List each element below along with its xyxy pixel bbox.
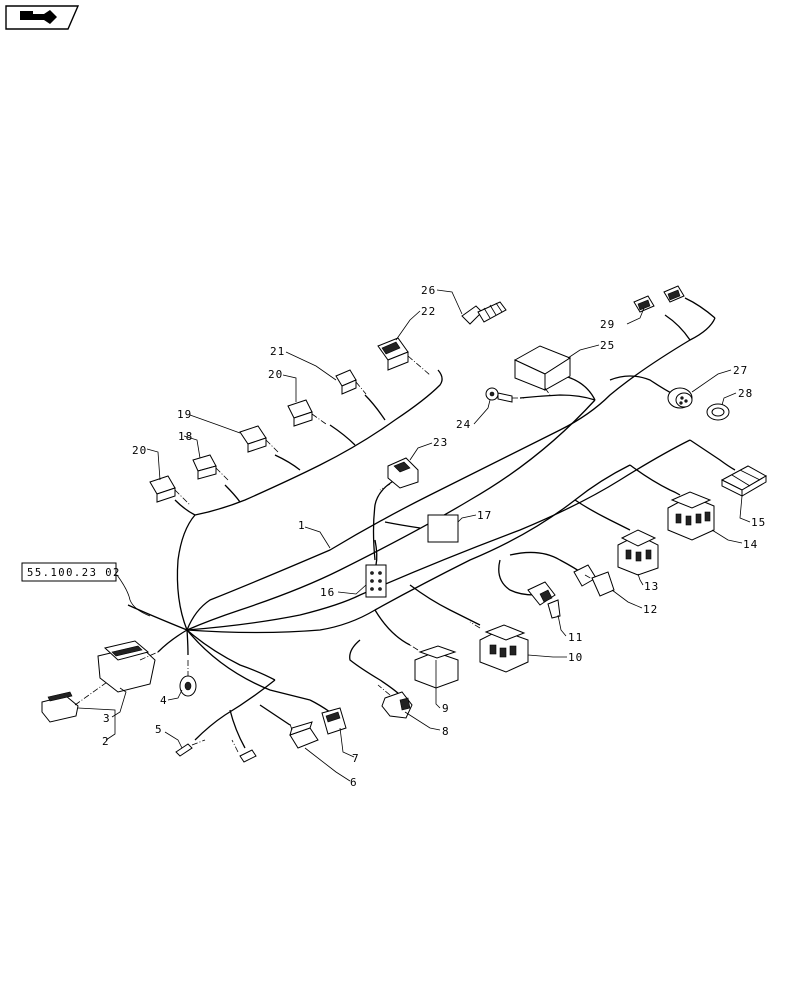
leader-lines bbox=[77, 289, 751, 782]
callout-7[interactable]: 7 bbox=[352, 752, 360, 765]
reference-box-label: 55.100.23 02 bbox=[27, 567, 121, 579]
connector-8[interactable] bbox=[377, 684, 413, 719]
folder-arrow-icon[interactable] bbox=[5, 5, 80, 30]
callout-13[interactable]: 13 bbox=[644, 580, 659, 593]
connector-10[interactable] bbox=[469, 621, 529, 673]
relay-block-25[interactable] bbox=[513, 345, 572, 396]
callout-11[interactable]: 11 bbox=[568, 631, 583, 644]
connector-21[interactable] bbox=[335, 369, 367, 395]
callout-25[interactable]: 25 bbox=[600, 339, 615, 352]
callout-9[interactable]: 9 bbox=[442, 702, 450, 715]
callout-22[interactable]: 22 bbox=[421, 305, 436, 318]
connector-20-lower[interactable] bbox=[149, 475, 191, 506]
connector-15[interactable] bbox=[720, 465, 768, 497]
nut-ring-28[interactable] bbox=[706, 403, 730, 421]
round-connector-27[interactable] bbox=[667, 387, 693, 409]
callout-23[interactable]: 23 bbox=[433, 436, 448, 449]
callout-18[interactable]: 18 bbox=[178, 430, 193, 443]
callout-20-lower[interactable]: 20 bbox=[132, 444, 147, 457]
callout-27[interactable]: 27 bbox=[733, 364, 748, 377]
connector-18[interactable] bbox=[192, 454, 229, 481]
connector-19[interactable] bbox=[239, 425, 279, 453]
connector-6[interactable] bbox=[289, 721, 319, 749]
connector-22[interactable] bbox=[377, 337, 431, 376]
reference-box[interactable]: 55.100.23 02 bbox=[21, 562, 121, 582]
connector-9[interactable] bbox=[409, 644, 459, 689]
callout-24[interactable]: 24 bbox=[456, 418, 471, 431]
label-tag-17[interactable] bbox=[427, 514, 459, 543]
connector-housing-3[interactable] bbox=[97, 640, 159, 693]
callout-17[interactable]: 17 bbox=[477, 509, 492, 522]
connector-20-upper[interactable] bbox=[287, 399, 327, 427]
connector-cap-2[interactable] bbox=[41, 679, 111, 723]
connector-13[interactable] bbox=[617, 529, 659, 576]
callout-2[interactable]: 2 bbox=[102, 735, 110, 748]
callout-14[interactable]: 14 bbox=[743, 538, 758, 551]
callout-29[interactable]: 29 bbox=[600, 318, 615, 331]
connector-29[interactable] bbox=[633, 285, 685, 313]
connector-11[interactable] bbox=[527, 581, 561, 619]
connector-12[interactable] bbox=[573, 564, 615, 597]
callout-6[interactable]: 6 bbox=[350, 776, 358, 789]
diode-clip-26[interactable] bbox=[461, 301, 507, 325]
fuse-block-16[interactable] bbox=[365, 564, 387, 598]
callout-5[interactable]: 5 bbox=[155, 723, 163, 736]
callout-15[interactable]: 15 bbox=[751, 516, 766, 529]
callout-10[interactable]: 10 bbox=[568, 651, 583, 664]
callout-1[interactable]: 1 bbox=[298, 519, 306, 532]
connector-23[interactable] bbox=[379, 457, 419, 491]
callout-26[interactable]: 26 bbox=[421, 284, 436, 297]
callout-12[interactable]: 12 bbox=[643, 603, 658, 616]
reference-leader bbox=[116, 574, 151, 617]
connector-7[interactable] bbox=[321, 707, 347, 735]
callout-4[interactable]: 4 bbox=[160, 694, 168, 707]
callout-20-upper[interactable]: 20 bbox=[268, 368, 283, 381]
ring-terminal-4[interactable] bbox=[179, 660, 197, 697]
callout-19[interactable]: 19 bbox=[177, 408, 192, 421]
connector-14[interactable] bbox=[667, 491, 715, 541]
callout-numbers: 1 2 3 4 5 6 7 8 9 10 11 12 13 14 15 16 1… bbox=[102, 284, 766, 789]
terminal-pins-5[interactable] bbox=[175, 739, 257, 763]
callout-28[interactable]: 28 bbox=[738, 387, 753, 400]
main-harness-wires bbox=[127, 297, 736, 749]
callout-21[interactable]: 21 bbox=[270, 345, 285, 358]
callout-3[interactable]: 3 bbox=[103, 712, 111, 725]
callout-16[interactable]: 16 bbox=[320, 586, 335, 599]
ring-terminal-24[interactable] bbox=[485, 387, 524, 403]
callout-8[interactable]: 8 bbox=[442, 725, 450, 738]
